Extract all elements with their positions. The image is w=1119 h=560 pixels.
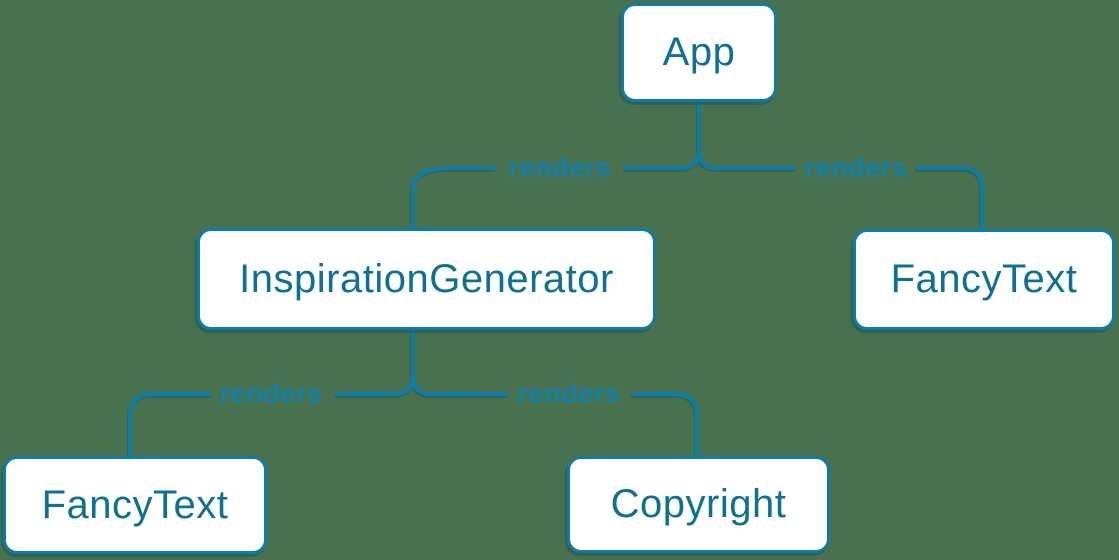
node-label: FancyText: [890, 257, 1078, 301]
node-fancytext-left: FancyText: [3, 456, 267, 554]
node-label: Copyright: [610, 482, 787, 526]
edge-label-renders: renders: [798, 154, 914, 182]
node-label: FancyText: [41, 482, 229, 527]
node-app: App: [621, 3, 777, 102]
edge-inspiration-to-copyright: [411, 374, 699, 458]
edge-label-renders: renders: [502, 154, 618, 182]
node-copyright: Copyright: [567, 456, 830, 553]
node-label: App: [662, 30, 736, 74]
node-inspiration-generator: InspirationGenerator: [197, 228, 656, 330]
node-label: InspirationGenerator: [239, 256, 614, 301]
edge-label-renders: renders: [213, 380, 329, 408]
node-fancytext-right: FancyText: [853, 229, 1115, 330]
edge-label-renders: renders: [511, 380, 627, 408]
edge-app-to-fancytext: [697, 148, 984, 231]
